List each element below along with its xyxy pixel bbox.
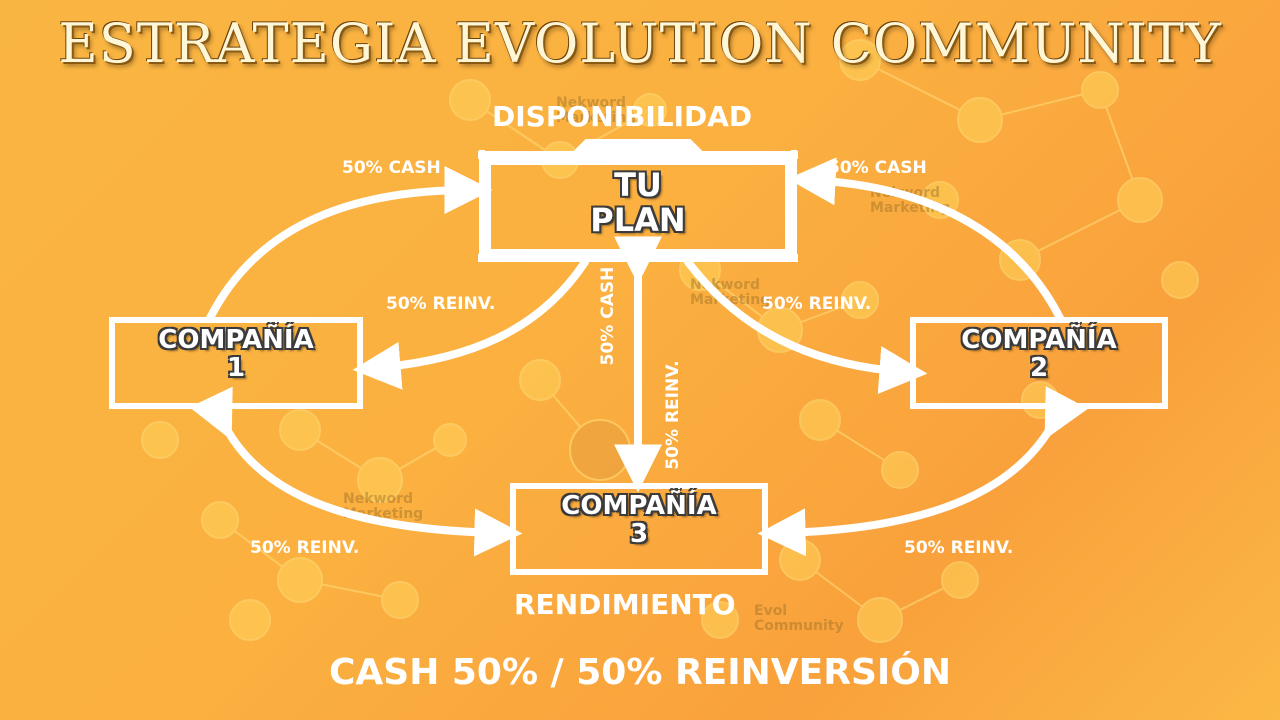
footer-summary: CASH 50% / 50% REINVERSIÓN xyxy=(328,652,952,693)
watermark-1: Nekword Marketing xyxy=(556,95,637,127)
node-company3-line1: COMPAÑÍA xyxy=(561,491,717,521)
node-company1-line2: 1 xyxy=(226,353,246,384)
node-company2-line2: 2 xyxy=(1029,353,1049,384)
node-company2-frame xyxy=(910,317,1168,409)
node-plan: TU PLAN xyxy=(488,168,788,237)
edge-label-plan-c3-cash: 50% CASH xyxy=(598,266,618,366)
arrow-c2-c3 xyxy=(757,386,1089,557)
node-plan-line1: TU xyxy=(614,166,662,204)
arrow-c1-to-plan xyxy=(206,166,493,322)
arrow-plan-to-c1 xyxy=(352,258,589,390)
node-company1: COMPAÑÍA 1 xyxy=(112,326,360,382)
edge-label-c1-c3: 50% REINV. xyxy=(250,538,360,558)
edge-label-c2-to-plan: 50% CASH xyxy=(828,158,927,178)
watermark-5: Evol Community xyxy=(754,603,844,635)
bottom-label: RENDIMIENTO xyxy=(514,588,736,621)
node-company1-frame xyxy=(109,317,363,409)
node-company2: COMPAÑÍA 2 xyxy=(913,326,1165,382)
node-company2-line1: COMPAÑÍA xyxy=(961,325,1117,355)
node-plan-line2: PLAN xyxy=(590,200,686,239)
page-title: ESTRATEGIA EVOLUTION COMMUNITY xyxy=(58,12,1222,75)
node-plan-frame xyxy=(478,139,798,262)
arrow-c2-to-plan xyxy=(787,157,1064,322)
edge-label-plan-c3-reinv: 50% REINV. xyxy=(663,360,683,470)
arrow-plan-to-c2 xyxy=(684,258,928,395)
node-company3-frame xyxy=(510,483,768,575)
top-label: DISPONIBILIDAD xyxy=(492,100,753,133)
edge-label-plan-to-c1: 50% REINV. xyxy=(386,294,496,314)
node-company1-line1: COMPAÑÍA xyxy=(158,325,314,355)
edge-label-plan-to-c2: 50% REINV. xyxy=(762,294,872,314)
edge-label-c1-to-plan: 50% CASH xyxy=(342,158,441,178)
node-company3: COMPAÑÍA 3 xyxy=(513,492,765,548)
arrow-c1-c3 xyxy=(189,386,523,557)
node-company3-line2: 3 xyxy=(629,519,649,550)
edge-label-c2-c3: 50% REINV. xyxy=(904,538,1014,558)
